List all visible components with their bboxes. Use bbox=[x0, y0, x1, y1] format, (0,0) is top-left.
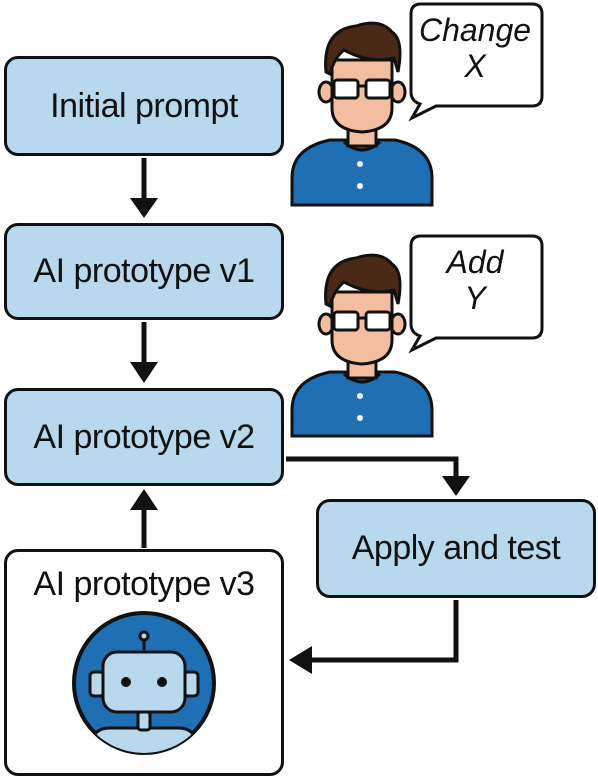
prototype-v2-label: AI prototype v2 bbox=[33, 417, 255, 456]
feedback-bubble-2: Add Y bbox=[410, 244, 540, 316]
feedback-2-line1: Add bbox=[446, 244, 504, 280]
apply-and-test-label: Apply and test bbox=[351, 529, 561, 567]
arrow-v1-to-v2 bbox=[130, 322, 158, 383]
prototype-v1-box: AI prototype v1 bbox=[4, 223, 284, 320]
feedback-bubble-1: Change X bbox=[410, 12, 540, 84]
prototype-v3-label: AI prototype v3 bbox=[33, 565, 255, 603]
arrow-initial-to-v1 bbox=[130, 158, 158, 218]
feedback-2-line2: Y bbox=[464, 280, 486, 316]
arrow-v3-to-v2 bbox=[130, 489, 158, 548]
feedback-1-line2: X bbox=[464, 48, 486, 84]
initial-prompt-label: Initial prompt bbox=[50, 86, 238, 125]
arrow-v2-to-apply bbox=[286, 456, 470, 496]
initial-prompt-box: Initial prompt bbox=[4, 56, 284, 156]
prototype-v2-box: AI prototype v2 bbox=[4, 388, 284, 486]
apply-and-test-box: Apply and test bbox=[316, 499, 596, 598]
prototype-v1-label: AI prototype v1 bbox=[33, 252, 255, 290]
arrow-apply-to-v3 bbox=[289, 600, 459, 674]
feedback-1-line1: Change bbox=[418, 12, 532, 48]
